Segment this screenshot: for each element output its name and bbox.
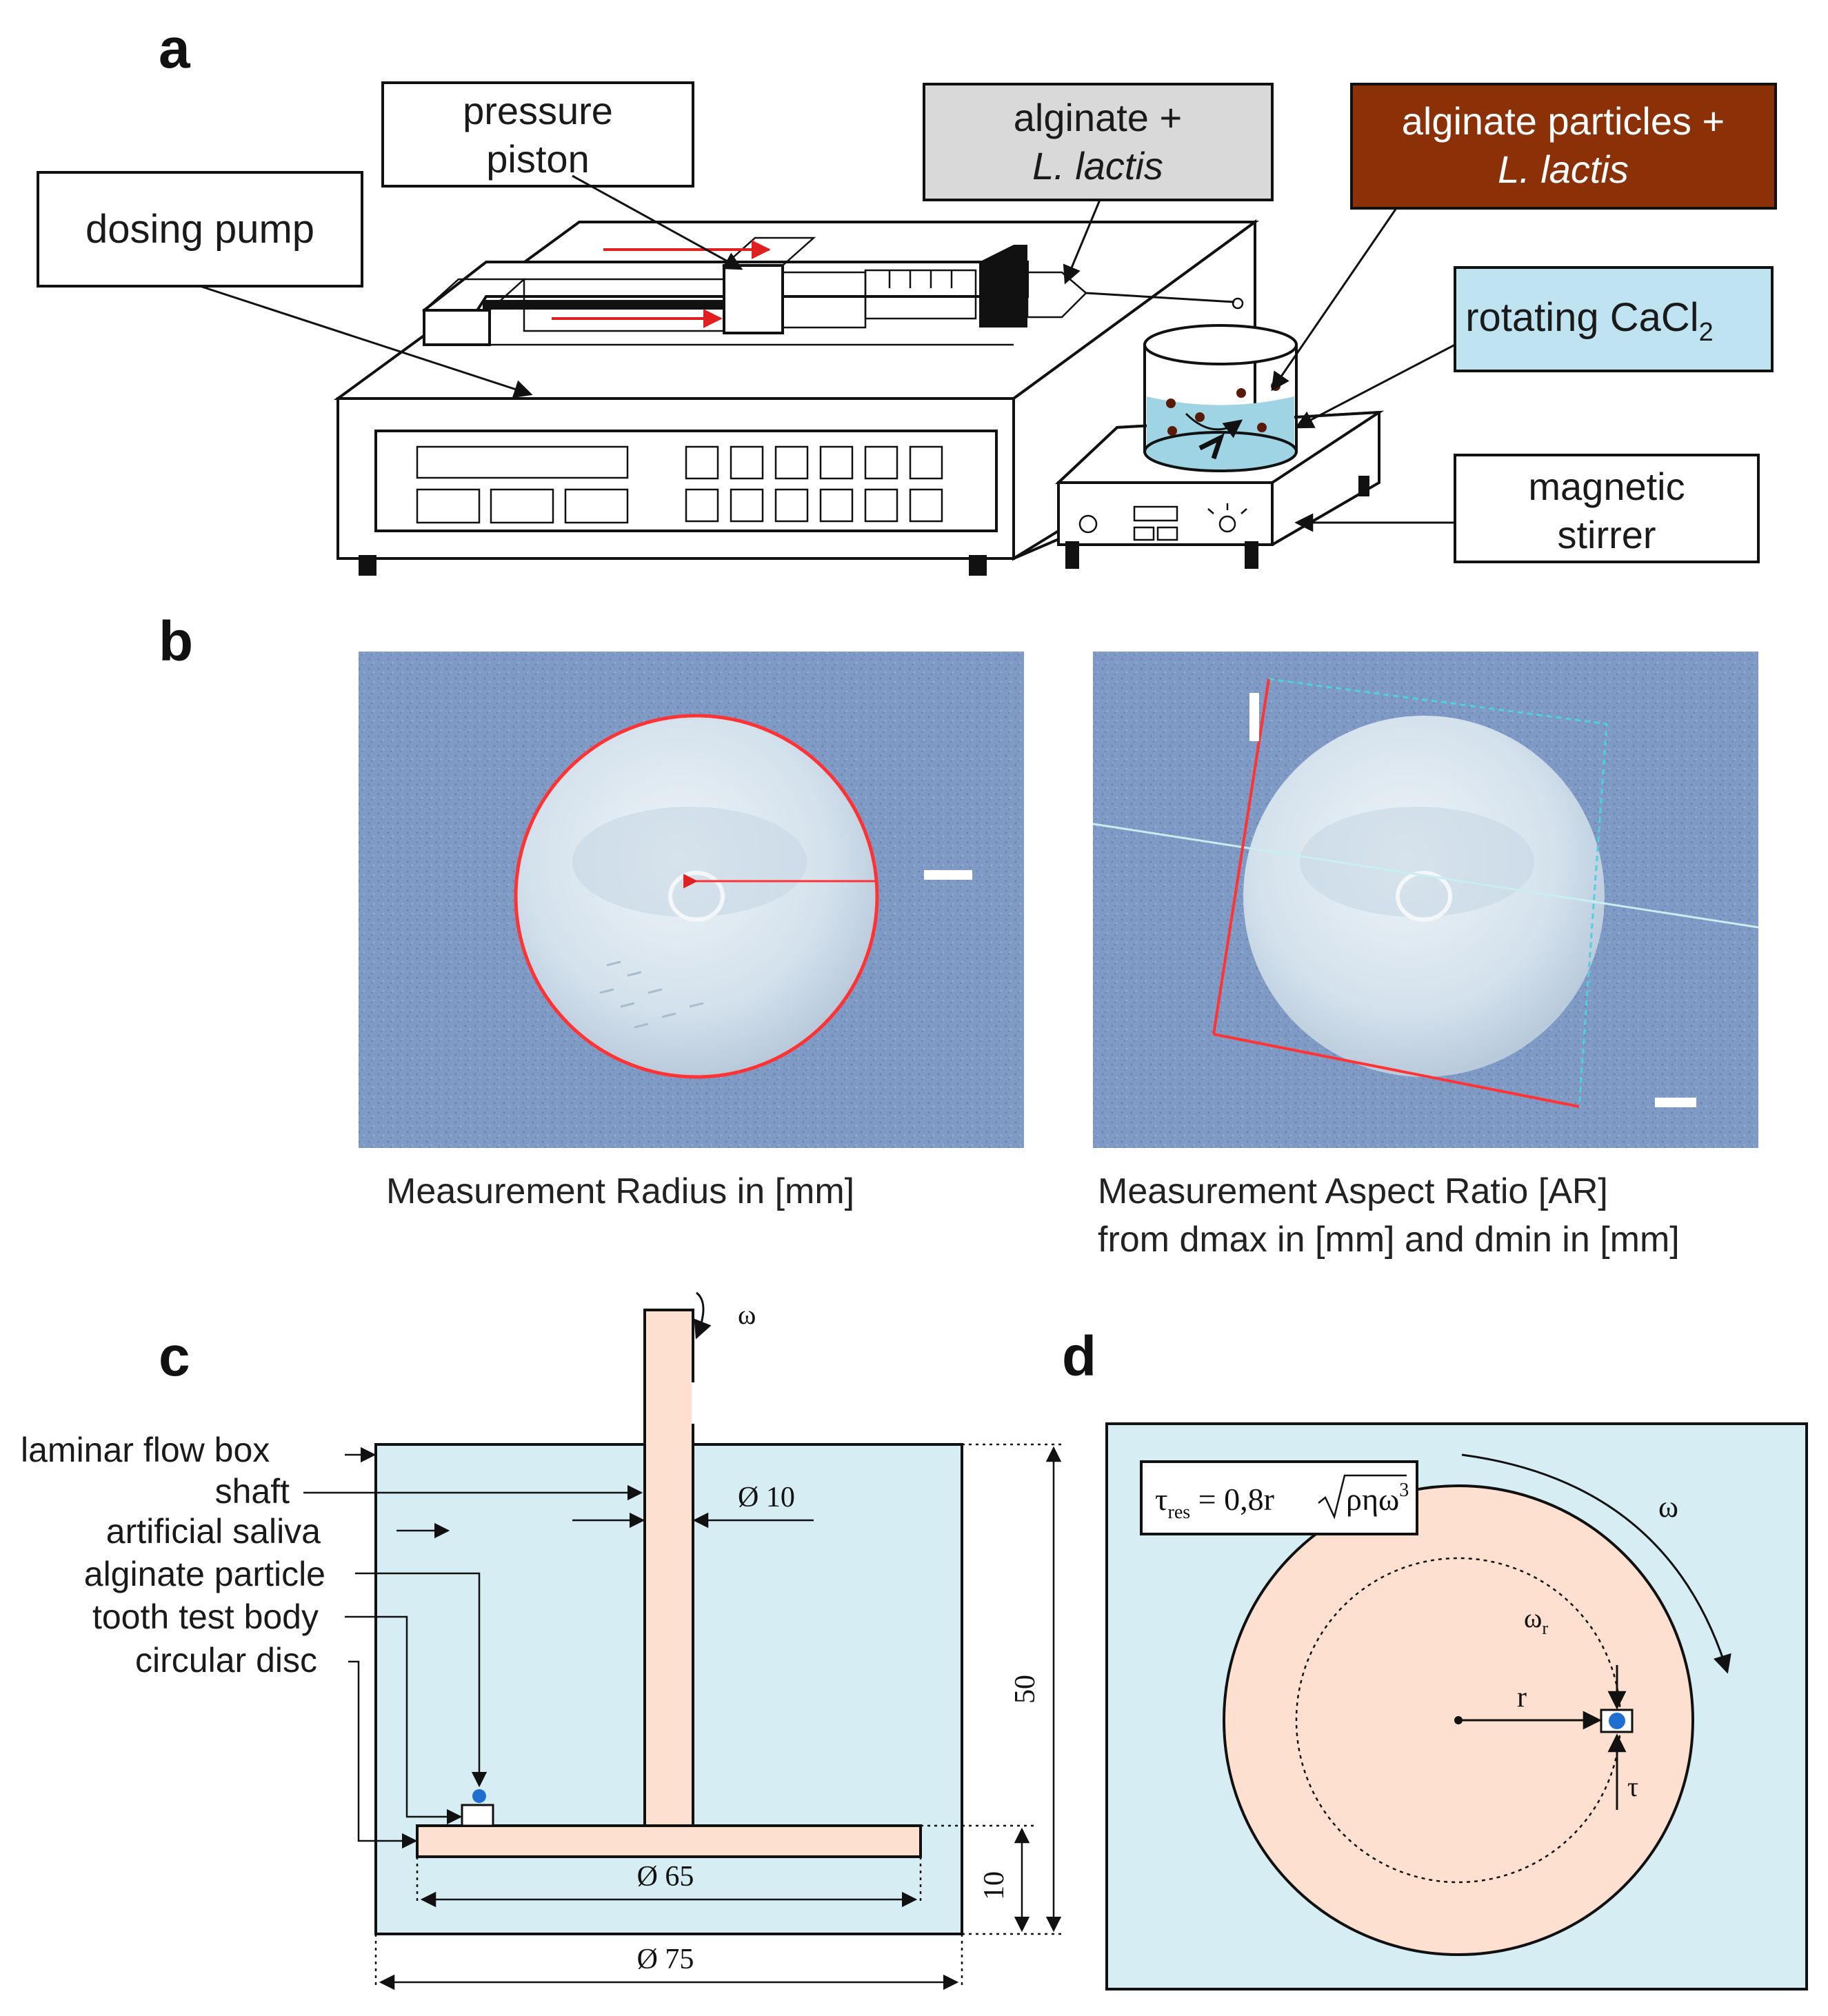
svg-text:alginate particles +: alginate particles +	[1402, 99, 1725, 143]
panel-a-letter: a	[159, 17, 191, 80]
svg-text:L. lactis: L. lactis	[1498, 148, 1629, 191]
panel-a: a	[37, 17, 1777, 576]
svg-text:tooth test body: tooth test body	[92, 1597, 319, 1636]
panel-c: c ω laminar flow box shaft artificial sa…	[21, 1291, 1065, 1990]
omega-r-label: ωr	[1524, 1602, 1548, 1638]
panel-a-leaders	[199, 174, 1456, 532]
svg-text:dosing pump: dosing pump	[86, 207, 314, 252]
svg-text:Ø 10: Ø 10	[738, 1482, 795, 1513]
svg-text:stirrer: stirrer	[1557, 513, 1656, 556]
panel-c-labels: laminar flow box shaft artificial saliva…	[21, 1431, 325, 1680]
alginate-particle	[472, 1789, 486, 1803]
svg-text:circular disc: circular disc	[135, 1641, 317, 1680]
magnetic-stirrer-device	[1054, 324, 1385, 569]
svg-text:artificial saliva: artificial saliva	[106, 1512, 321, 1551]
label-alginate-particles: alginate particles + L. lactis	[1350, 83, 1777, 210]
caption-aspect-ratio-2: from dmax in [mm] and dmin in [mm]	[1098, 1220, 1680, 1260]
panel-c-dimensions: Ø 10 50 10 Ø 65 Ø 75	[374, 1443, 1065, 1990]
svg-text:50: 50	[1010, 1675, 1041, 1704]
panel-c-leaders	[303, 1447, 643, 1849]
caption-aspect-ratio-1: Measurement Aspect Ratio [AR]	[1098, 1171, 1608, 1211]
svg-text:rotating CaCl2: rotating CaCl2	[1465, 295, 1714, 347]
panel-b-letter: b	[159, 610, 193, 673]
caption-radius: Measurement Radius in [mm]	[386, 1171, 854, 1211]
svg-text:shaft: shaft	[215, 1472, 290, 1511]
svg-text:magnetic: magnetic	[1528, 465, 1685, 508]
shaft	[643, 1309, 694, 1828]
bead-texture	[599, 960, 704, 1029]
keypad	[685, 445, 943, 523]
label-pressure-piston: pressure piston	[381, 81, 694, 188]
panel-d-letter: d	[1062, 1325, 1096, 1388]
photo-radius	[359, 652, 1024, 1148]
panel-c-letter: c	[159, 1325, 190, 1388]
svg-text:Ø 75: Ø 75	[637, 1944, 694, 1975]
svg-text:Ø 65: Ø 65	[637, 1861, 694, 1893]
svg-text:alginate +: alginate +	[1014, 96, 1182, 139]
alginate-particle-top	[1609, 1713, 1625, 1729]
svg-text:laminar flow box: laminar flow box	[21, 1431, 270, 1469]
panel-d: d τres = 0,8r ρηω3 ω ωr r τ	[1062, 1325, 1808, 1990]
dosing-pump-device	[333, 219, 1260, 576]
radius-r-label: r	[1517, 1682, 1527, 1713]
svg-text:piston: piston	[486, 137, 589, 181]
svg-text:ρηω3: ρηω3	[1346, 1480, 1409, 1517]
svg-text:alginate particle: alginate particle	[84, 1555, 325, 1593]
svg-text:L. lactis: L. lactis	[1032, 144, 1163, 188]
label-alginate: alginate + L. lactis	[923, 83, 1274, 201]
omega-label-c: ω	[738, 1299, 756, 1330]
label-rotating-cacl2: rotating CaCl2	[1454, 266, 1774, 372]
formula-box: τres = 0,8r ρηω3	[1140, 1460, 1418, 1535]
circular-disc	[416, 1824, 922, 1858]
omega-label-d: ω	[1658, 1490, 1678, 1524]
tau-label: τ	[1627, 1771, 1638, 1802]
svg-text:τres = 0,8r: τres = 0,8r	[1155, 1482, 1274, 1523]
label-dosing-pump: dosing pump	[37, 171, 363, 288]
svg-text:pressure: pressure	[463, 89, 613, 132]
label-magnetic-stirrer: magnetic stirrer	[1454, 454, 1760, 563]
svg-text:10: 10	[978, 1871, 1010, 1900]
photo-aspect-ratio	[1092, 652, 1759, 1148]
tooth-test-body	[461, 1804, 494, 1827]
panel-b: b Me	[159, 610, 1759, 1260]
